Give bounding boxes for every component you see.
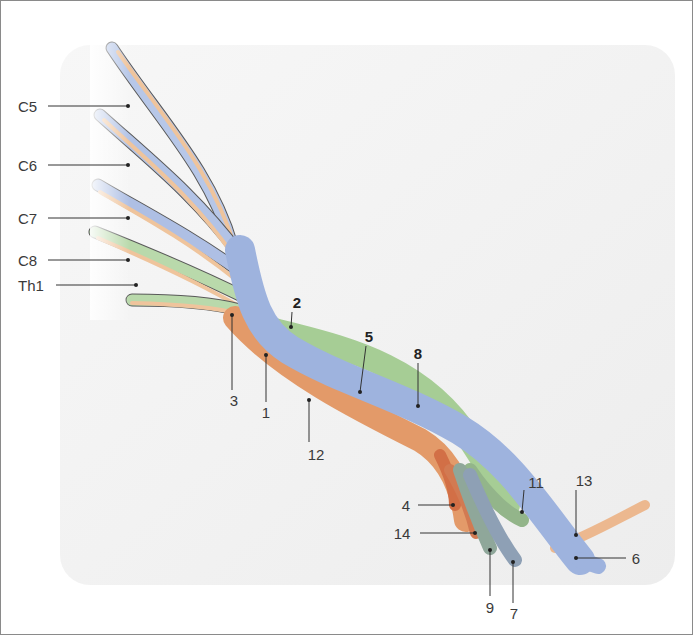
callout-number: 5 xyxy=(365,329,373,344)
callout-number: 4 xyxy=(402,498,410,513)
callout-number: 12 xyxy=(308,447,325,462)
callout-number: 2 xyxy=(293,295,301,310)
callout-number: 7 xyxy=(510,606,518,621)
callout-number: 1 xyxy=(262,405,270,420)
leader-dots xyxy=(126,104,578,564)
callout-number: 8 xyxy=(414,346,422,361)
callout-number: 13 xyxy=(576,473,593,488)
callout-number: 11 xyxy=(528,475,544,490)
root-label: Th1 xyxy=(18,278,44,293)
root-label: C5 xyxy=(18,99,37,114)
leader-lines xyxy=(48,106,626,603)
callout-number: 3 xyxy=(230,393,238,408)
callout-number: 14 xyxy=(394,526,411,541)
root-label: C7 xyxy=(18,211,37,226)
root-label: C8 xyxy=(18,253,37,268)
callout-number: 6 xyxy=(632,551,640,566)
nerve-roots xyxy=(90,40,250,320)
ground xyxy=(60,45,675,585)
nerve-cords xyxy=(235,250,645,566)
callout-number: 9 xyxy=(486,600,494,615)
root-label: C6 xyxy=(18,158,37,173)
